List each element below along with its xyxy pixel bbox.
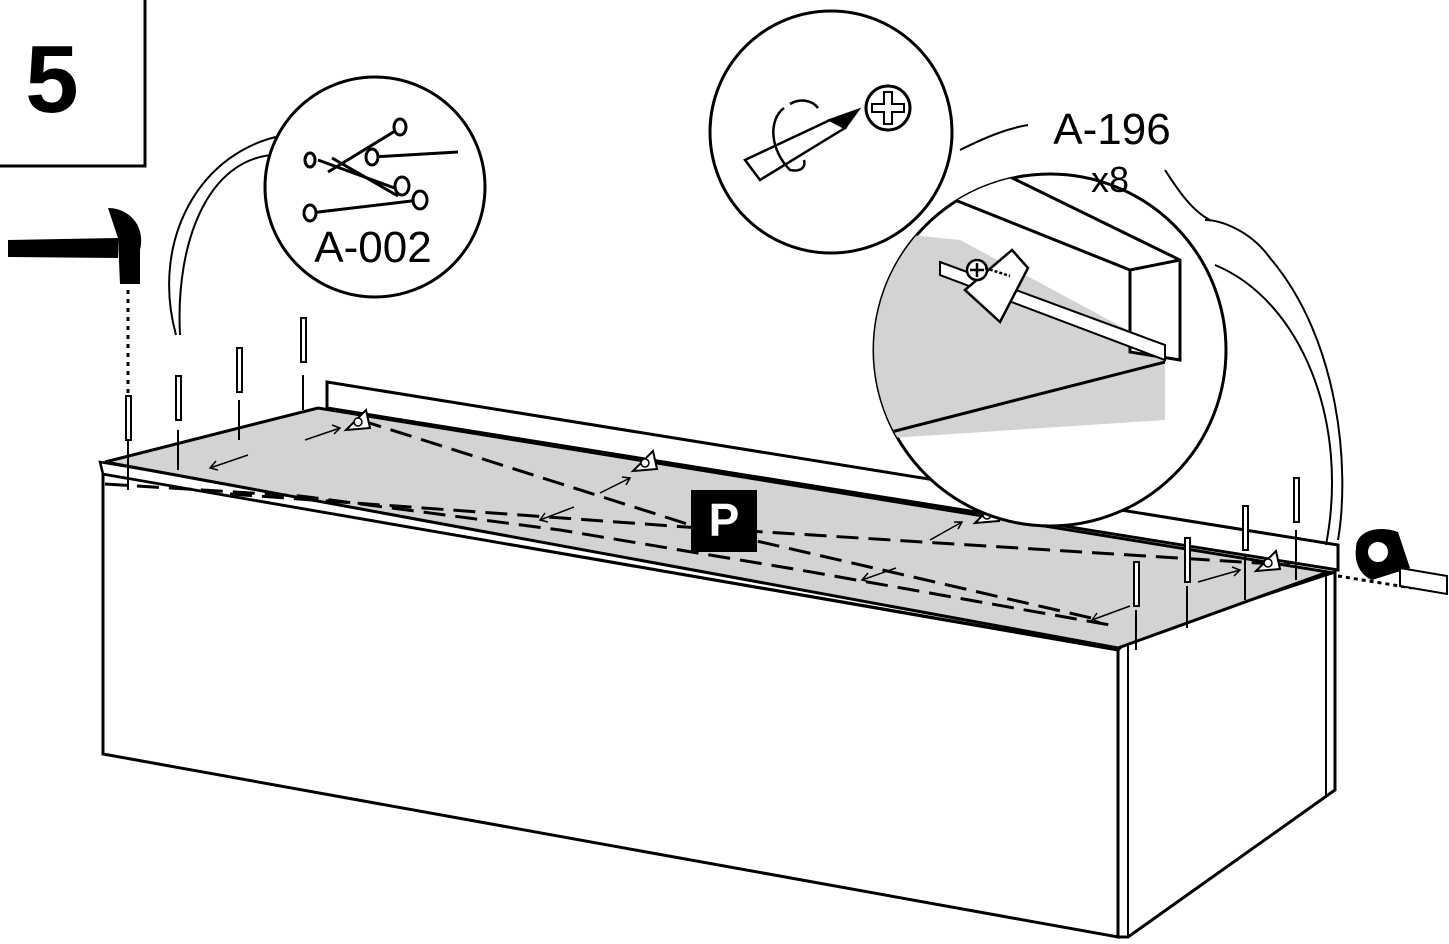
nail-icon [1293,477,1300,580]
bracket-icon [630,449,659,473]
step-number-box: 5 [0,0,147,168]
step-number: 5 [25,26,78,133]
nails-cluster-icon [302,117,459,223]
tape-measure-icon [1337,528,1448,596]
nail-icon [1242,505,1249,600]
nails-part-code: A-002 [314,223,431,272]
bracket-detail-icon [963,248,1030,325]
screw-head-icon [864,84,912,132]
direction-arrows [208,424,1242,623]
nail-icon [125,395,132,490]
panel-label-badge: P [691,490,757,552]
nail-icon [1133,561,1140,650]
screwdriver-callout [708,9,954,255]
bracket-detail-callout: A-196 x8 [872,105,1344,546]
nails-callout: A-002 [168,75,487,336]
bracket-icon [343,408,372,432]
screwdriver-icon [743,99,862,182]
cabinet-body [98,380,1340,939]
bracket-quantity: x8 [1091,159,1129,200]
nail-icon [175,375,182,470]
nail-icon [300,317,307,410]
panel-label: P [709,494,740,546]
nail-icon [1184,537,1191,628]
hammer-icon [8,208,142,395]
bracket-part-code: A-196 [1053,105,1170,154]
nail-icon [236,347,243,440]
nail-group [125,317,1300,650]
bracket-icon [1253,549,1282,573]
